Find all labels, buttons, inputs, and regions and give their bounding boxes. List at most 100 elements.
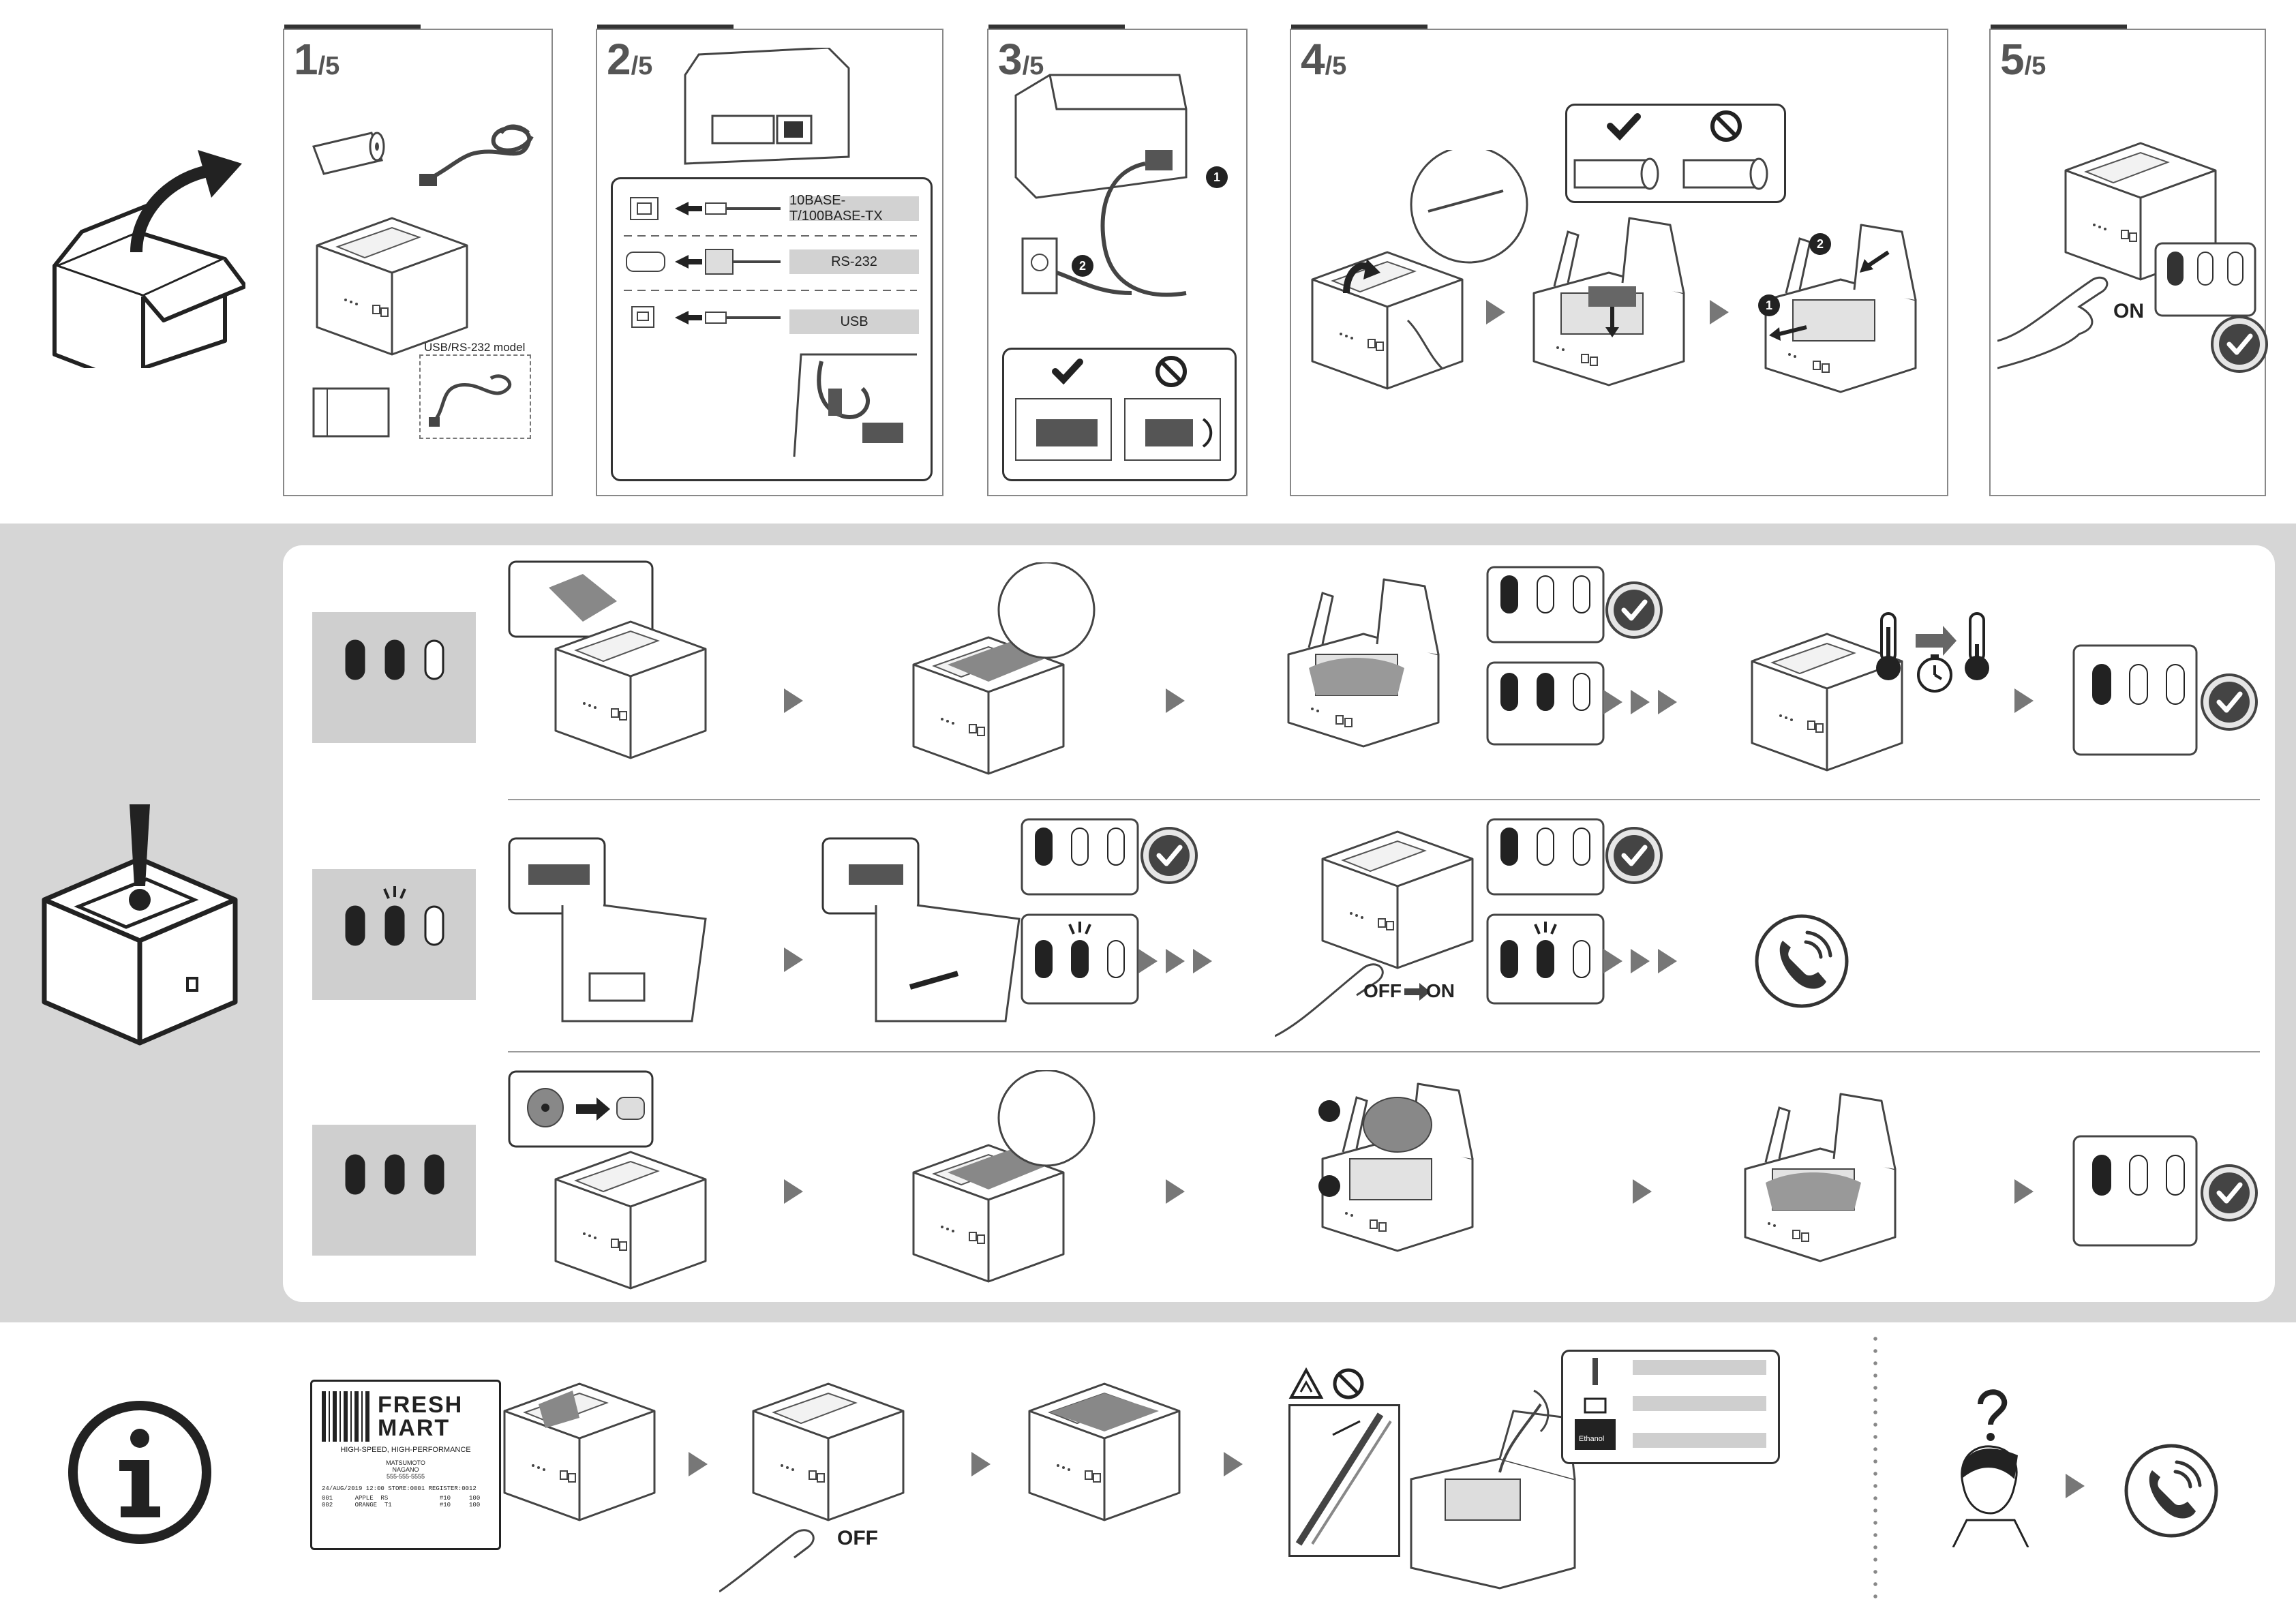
replace-roll-printer (1316, 1070, 1479, 1295)
lamp-indicator (2154, 242, 2256, 317)
arrow-right-icon (1486, 300, 1507, 327)
interface-label-rs232: RS-232 (789, 249, 919, 274)
arrow-right-icon (2066, 1474, 2086, 1501)
paper-jam-printer (508, 560, 712, 765)
printer-icon (310, 198, 474, 361)
step4-marker-1: 1 (1755, 292, 1783, 319)
lamp-indicator (1021, 818, 1143, 900)
exclamation-printer-icon (37, 798, 242, 1057)
check-icon (2199, 1162, 2260, 1224)
power-on-label: ON (2113, 300, 2144, 323)
instruction-bar-2 (1633, 1396, 1766, 1411)
usb-cable-icon (426, 368, 522, 429)
arrow-right-icon (971, 1452, 992, 1479)
triple-arrow-icon (1138, 947, 1220, 975)
reset-paper-printer (1282, 566, 1466, 770)
roll-orientation-diagram (1568, 106, 1779, 198)
cable-reconnect-back (821, 837, 1026, 1035)
receipt-tagline: HIGH-SPEED, HIGH-PERFORMANCE (322, 1446, 489, 1454)
printer-back-view (671, 48, 862, 170)
receipt-phone: 555-555-5555 (322, 1473, 489, 1480)
phone-icon (2124, 1443, 2219, 1538)
lamp-indicator (1486, 913, 1609, 1009)
receipt-brand-line2: MART (378, 1416, 463, 1440)
arrow-right-icon (1633, 1179, 1653, 1207)
power-cycle-printer (1275, 811, 1479, 1043)
paper-roll-icon (307, 130, 395, 184)
lamp-pattern-1 (341, 634, 450, 716)
lamp-indicator (1486, 566, 1609, 648)
arrow-right-icon (1224, 1452, 1244, 1479)
triple-arrow-icon (1603, 947, 1685, 975)
check-icon (2199, 671, 2260, 733)
svg-text:1: 1 (1213, 170, 1220, 184)
arrow-right-icon (2014, 688, 2035, 716)
power-connection-diagram: 1 2 (1009, 68, 1241, 327)
step-number: 5/5 (2000, 34, 2046, 85)
lamp-pattern-2 (341, 886, 450, 982)
barcode-logo-icon (322, 1391, 372, 1442)
paper-end-printer (508, 1070, 712, 1295)
warning-icons (1287, 1363, 1369, 1404)
timer-icon (1914, 653, 1955, 694)
receipt-address1: MATSUMOTO (322, 1459, 489, 1466)
lamp-pattern-3 (341, 1149, 450, 1230)
lamp-indicator (1021, 913, 1143, 1009)
interface-label-ethernet: 10BASE-T/100BASE-TX (789, 196, 919, 221)
arrow-right-icon (784, 1179, 804, 1207)
arrow-right-icon (689, 1452, 709, 1479)
info-icon (65, 1397, 215, 1547)
dotted-separator (1873, 1333, 1877, 1598)
open-cover-diagram (1305, 150, 1530, 423)
arrow-right-icon (1710, 300, 1730, 327)
power-cord-icon (419, 116, 542, 191)
arrow-right-icon (1166, 1179, 1186, 1207)
svg-text:2: 2 (1079, 259, 1086, 273)
arrow-right-icon (2014, 1179, 2035, 1207)
open-cover-printer (907, 1070, 1111, 1295)
check-icon (1138, 825, 1200, 886)
row-divider-2 (508, 1051, 2260, 1052)
open-cover-printer (1023, 1363, 1200, 1534)
manual-sheet-icon (307, 382, 395, 443)
step-number: 2/5 (607, 34, 652, 85)
close-cover-printer (1738, 1077, 1916, 1295)
arrow-right-icon (784, 947, 804, 975)
check-icon (1603, 825, 1665, 886)
triple-arrow-icon (1603, 688, 1685, 716)
instruction-bar-1 (1633, 1360, 1766, 1375)
lamp-indicator (2072, 1135, 2202, 1251)
svg-text:2: 2 (1817, 237, 1824, 251)
receipt-address2: NAGANO (322, 1466, 489, 1473)
printer-icon (498, 1363, 661, 1527)
sample-receipt: FRESH MART HIGH-SPEED, HIGH-PERFORMANCE … (310, 1380, 501, 1550)
check-icon (2209, 314, 2270, 375)
cable-check-back (508, 837, 712, 1035)
ethanol-label: Ethanol (1579, 1435, 1604, 1443)
thermal-head-diagram (1292, 1408, 1394, 1551)
receipt-header-row: 24/AUG/2019 12:00 STORE:0001 REGISTER:00… (322, 1485, 489, 1492)
open-cover-printer (907, 562, 1111, 787)
receipt-brand-line1: FRESH (378, 1393, 463, 1416)
arrow-right-icon (1166, 688, 1186, 716)
confused-person-icon (1946, 1384, 2035, 1547)
lamp-indicator (2072, 644, 2202, 760)
phone-icon (1754, 913, 1849, 1009)
power-off-printer (719, 1363, 910, 1595)
step4-marker-2: 2 (1807, 230, 1834, 258)
svg-text:1: 1 (1766, 299, 1772, 312)
power-off-label: OFF (1363, 980, 1402, 1002)
check-icon (1603, 579, 1665, 641)
close-cover-diagram (1759, 211, 1929, 416)
arrow-right-icon (784, 688, 804, 716)
lamp-indicator (1486, 818, 1609, 900)
power-on-label: ON (1426, 980, 1455, 1002)
lamp-indicator (1486, 661, 1609, 750)
insert-roll-diagram (1527, 204, 1691, 409)
receipt-item-2: 002 ORANGE T1 #10 100 (322, 1502, 489, 1508)
step-number: 4/5 (1301, 34, 1346, 85)
power-off-label: OFF (837, 1527, 878, 1550)
usb-rs232-model-label: USB/RS-232 model (424, 341, 525, 354)
cable-ok-ng-diagram (1009, 351, 1227, 474)
interface-label-usb: USB (789, 309, 919, 334)
